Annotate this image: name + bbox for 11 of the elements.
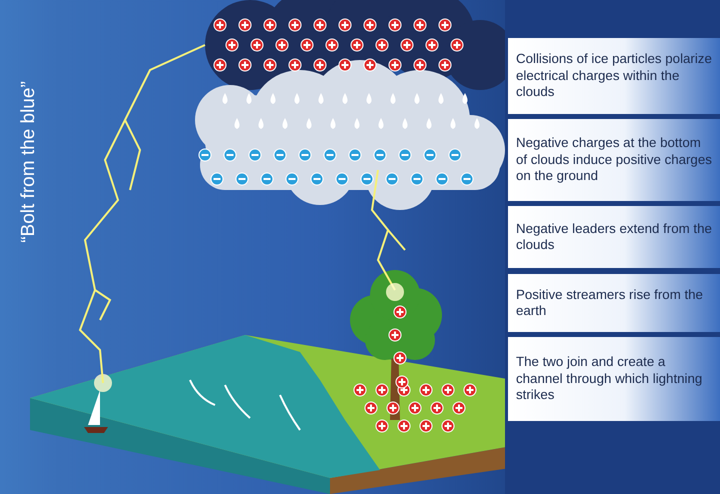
caption-band [508, 119, 720, 201]
caption-band [508, 206, 720, 268]
step-text: Negative charges at the bottom of clouds induce positive charges on the ground [516, 135, 712, 185]
caption-band [508, 274, 720, 332]
step-text: The two join and create a channel through which lightning strikes [516, 354, 704, 404]
vertical-caption: “Bolt from the blue” [18, 80, 40, 245]
caption-band [508, 38, 720, 114]
step-text: Negative leaders extend from the clouds [516, 220, 712, 254]
step-text: Collisions of ice particles polarize electrical charges within the clouds [516, 51, 712, 101]
step-text: Positive streamers rise from the earth [516, 286, 704, 320]
caption-band [508, 337, 720, 421]
